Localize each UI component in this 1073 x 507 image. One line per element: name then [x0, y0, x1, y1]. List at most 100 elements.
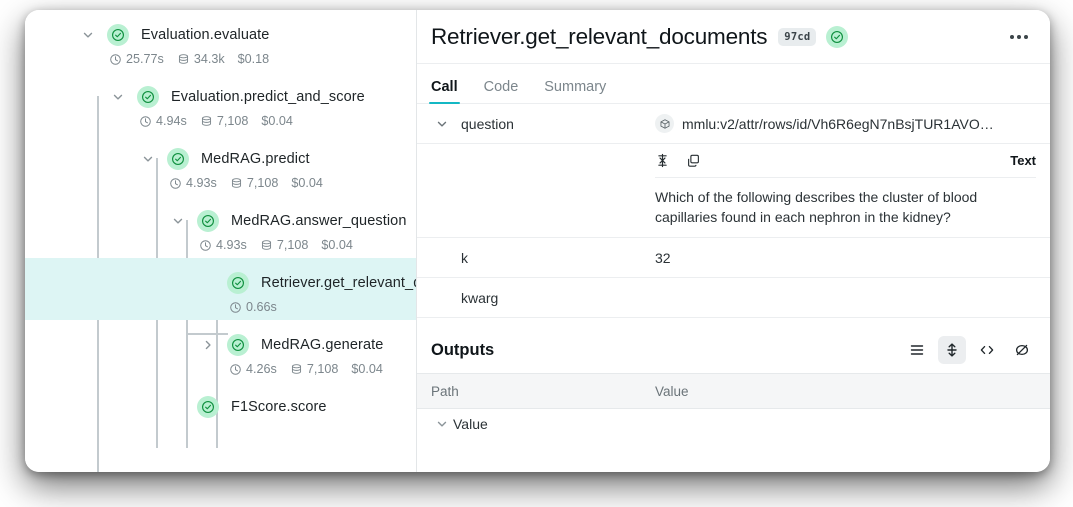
collapse-text-icon[interactable]: [655, 153, 670, 168]
trace-row-name: MedRAG.generate: [261, 337, 384, 353]
status-badge: [137, 86, 159, 108]
check-circle-icon: [112, 29, 124, 41]
clock-icon: [200, 239, 211, 251]
trace-row-main[interactable]: MedRAG.answer_question: [167, 208, 407, 234]
trace-row-main[interactable]: Retriever.get_relevant_d: [197, 270, 416, 296]
check-circle-icon: [202, 215, 214, 227]
tab-call[interactable]: Call: [429, 79, 460, 104]
input-row[interactable]: k 32: [417, 238, 1050, 278]
expand-rows-icon[interactable]: [938, 336, 966, 364]
chevron-down-icon: [437, 421, 447, 427]
duration-value: 4.94s: [156, 114, 187, 128]
tokens-value: 7,108: [246, 176, 279, 190]
text-block-toolbar[interactable]: Text: [655, 144, 1036, 178]
tab-summary[interactable]: Summary: [544, 79, 607, 95]
kebab-dot: [1010, 34, 1014, 39]
expand-toggle-open[interactable]: [431, 413, 453, 435]
outputs-table-row[interactable]: Value: [417, 409, 1050, 439]
expand-toggle-open[interactable]: [77, 24, 99, 46]
trace-row-metrics: 0.66s: [229, 300, 277, 314]
check-circle-icon: [172, 153, 184, 165]
cost-metric: $0.18: [238, 52, 270, 66]
detail-tabs[interactable]: Call Code Summary: [417, 64, 1050, 104]
detail-panel: Retriever.get_relevant_documents 97cd Ca…: [417, 10, 1050, 472]
input-row[interactable]: kwarg: [417, 278, 1050, 318]
trace-row-main[interactable]: MedRAG.generate: [197, 332, 383, 358]
clock-icon: [170, 177, 181, 189]
input-value-cell: mmlu:v2/attr/rows/id/Vh6R6egN7nBsjTUR1AV…: [655, 104, 1036, 143]
page-title: Retriever.get_relevant_documents: [431, 23, 768, 49]
duration-value: 4.93s: [216, 238, 247, 252]
status-badge: [197, 396, 219, 418]
expand-toggle-open[interactable]: [167, 210, 189, 232]
duration-value: 0.66s: [246, 300, 277, 314]
output-path-cell: Value: [431, 413, 655, 435]
question-text: Which of the following describes the clu…: [655, 189, 978, 225]
kebab-dot: [1017, 34, 1021, 39]
tab-code[interactable]: Code: [483, 79, 519, 95]
tokens-database-icon: [201, 115, 211, 126]
input-value-cell: 32: [655, 238, 1036, 277]
input-key-label: kwarg: [461, 289, 499, 306]
duration-metric: 4.93s: [169, 176, 217, 190]
chevron-down-icon: [143, 156, 153, 162]
chevron-down-icon: [113, 94, 123, 100]
duration-metric: 4.94s: [139, 114, 187, 128]
expand-toggle-open[interactable]: [137, 148, 159, 170]
code-view-icon[interactable]: [973, 336, 1001, 364]
trace-tree-row[interactable]: MedRAG.predict 4.93s 7,108 $0.04: [25, 134, 416, 196]
expand-toggle-open[interactable]: [431, 113, 453, 135]
more-options-button[interactable]: [1002, 27, 1036, 47]
tokens-metric: 7,108: [260, 238, 309, 252]
trace-row-main[interactable]: Evaluation.evaluate: [77, 22, 269, 48]
trace-row-main[interactable]: MedRAG.predict: [137, 146, 310, 172]
status-badge: [107, 24, 129, 46]
cost-value: $0.18: [237, 52, 270, 66]
tokens-metric: 7,108: [200, 114, 249, 128]
tokens-metric: 7,108: [230, 176, 279, 190]
trace-row-metrics: 4.93s 7,108 $0.04: [169, 176, 323, 190]
expand-toggle-open[interactable]: [107, 86, 129, 108]
input-value-text: 32: [655, 249, 671, 266]
input-key-label: k: [461, 249, 468, 266]
trace-tree-row[interactable]: F1Score.score: [25, 382, 416, 444]
hide-empty-icon[interactable]: [1008, 336, 1036, 364]
cost-metric: $0.04: [351, 362, 383, 376]
trace-row-name: Evaluation.predict_and_score: [171, 89, 365, 105]
ref-object-icon: [655, 114, 674, 133]
expand-toggle-closed[interactable]: [197, 334, 219, 356]
rows-view-icon[interactable]: [903, 336, 931, 364]
trace-row-main[interactable]: F1Score.score: [167, 394, 327, 420]
trace-row-main[interactable]: Evaluation.predict_and_score: [107, 84, 365, 110]
status-badge: [227, 334, 249, 356]
tokens-value: 7,108: [276, 238, 309, 252]
outputs-table-rows[interactable]: Value: [417, 409, 1050, 439]
duration-metric: 4.93s: [199, 238, 247, 252]
check-circle-icon: [202, 401, 214, 413]
status-badge: [826, 25, 849, 48]
outputs-view-toolbar[interactable]: [903, 336, 1036, 364]
copy-icon[interactable]: [686, 153, 701, 168]
cost-metric: $0.04: [291, 176, 323, 190]
kebab-dot: [1024, 34, 1028, 39]
input-ref-value[interactable]: mmlu:v2/attr/rows/id/Vh6R6egN7nBsjTUR1AV…: [682, 115, 994, 132]
outputs-title: Outputs: [431, 340, 495, 359]
tokens-value: 7,108: [216, 114, 249, 128]
duration-metric: 4.26s: [229, 362, 277, 376]
cost-value: $0.04: [291, 176, 323, 190]
chevron-right-icon: [205, 340, 211, 350]
call-id-chip[interactable]: 97cd: [778, 27, 817, 46]
duration-metric: 25.77s: [109, 52, 164, 66]
trace-tree-row[interactable]: Retriever.get_relevant_d 0.66s: [25, 258, 416, 320]
